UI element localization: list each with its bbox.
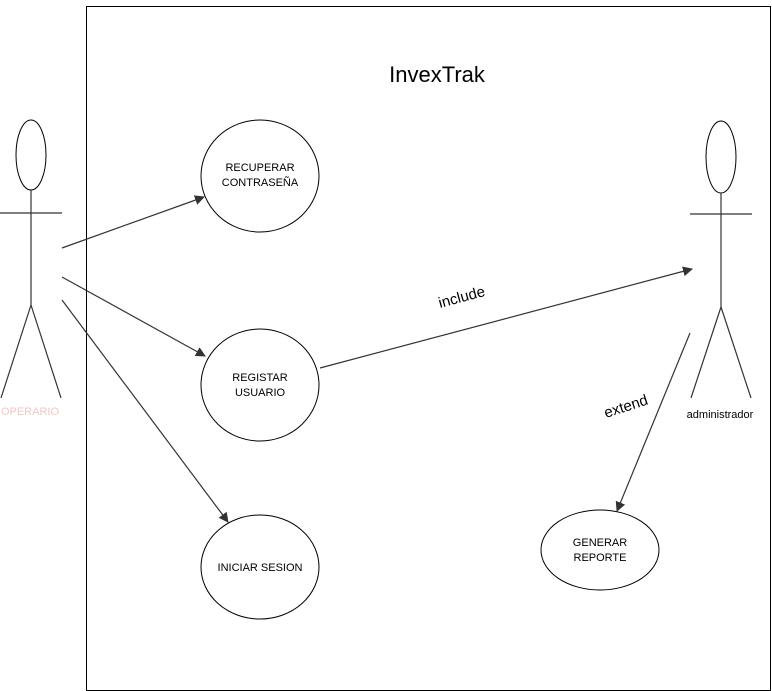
use-case-recuperar-contrasena[interactable]: RECUPERAR CONTRASEÑA [200,119,320,233]
association-operario-registar [61,276,206,357]
actor-operario-right-leg [30,304,62,399]
actor-operario-head [15,119,47,191]
actor-operario[interactable]: OPERARIO [0,119,62,418]
use-case-registar-line1: REGISTAR [232,372,287,384]
use-case-recuperar-line2: CONTRASEÑA [222,176,299,189]
actor-administrador-right-leg [720,306,752,399]
use-case-generar-line1: GENERAR [573,537,627,549]
actor-operario-left-leg [0,304,32,399]
system-boundary [86,6,771,691]
include-label: include [437,283,487,312]
actor-administrador-label: administrador [687,409,754,421]
actor-administrador-left-leg [690,306,722,399]
actor-operario-label: OPERARIO [1,406,60,418]
use-case-generar-reporte[interactable]: GENERAR REPORTE [540,509,660,591]
association-operario-iniciar [61,299,229,523]
actor-administrador-head [705,120,737,194]
use-case-iniciar-sesion[interactable]: INICIAR SESION [200,514,320,620]
use-case-registar-line2: USUARIO [235,387,286,399]
extend-arrow [615,332,691,512]
association-operario-recuperar [61,195,205,249]
use-case-registar-usuario[interactable]: REGISTAR USUARIO [200,328,320,442]
use-case-generar-line2: REPORTE [574,552,627,564]
use-case-iniciar-label: INICIAR SESION [218,562,303,574]
actor-administrador[interactable]: administrador [687,120,754,421]
include-arrow [319,266,693,369]
system-title: InvexTrak [389,62,486,87]
use-case-recuperar-line1: RECUPERAR [225,162,294,174]
extend-label: extend [602,392,650,422]
